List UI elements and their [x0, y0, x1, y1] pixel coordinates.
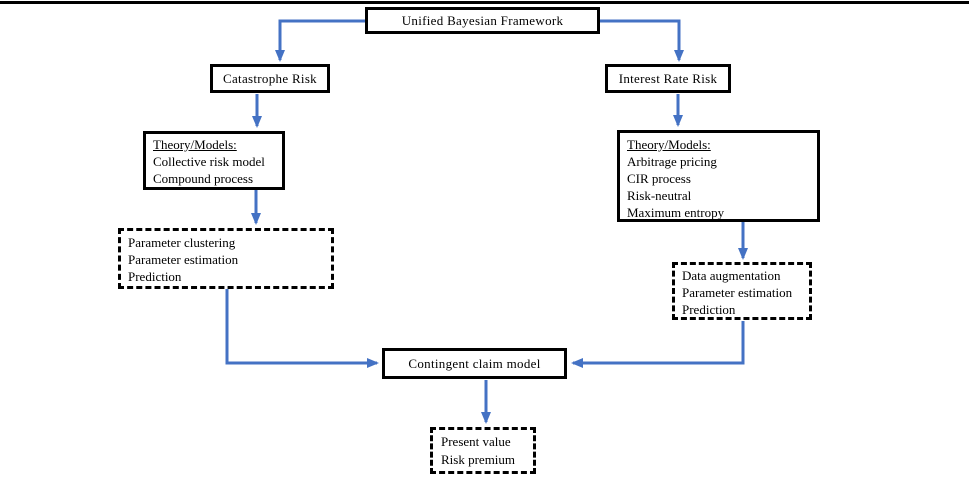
node-contingent-claim-model: Contingent claim model	[382, 348, 567, 379]
process-item: Data augmentation	[682, 268, 781, 283]
process-item: Prediction	[128, 269, 182, 284]
process-item: Parameter clustering	[128, 235, 236, 250]
theory-item: Compound process	[153, 171, 254, 186]
node-unified-bayesian-framework: Unified Bayesian Framework	[365, 7, 600, 34]
node-interest-rate-risk: Interest Rate Risk	[605, 64, 731, 93]
arrow-root-to-catastrophe	[275, 19, 365, 62]
node-theory-interest: Theory/Models: Arbitrage pricing CIR pro…	[617, 130, 820, 222]
theory-item: CIR process	[627, 171, 691, 186]
theory-item: Risk-neutral	[627, 188, 692, 203]
process-item: Parameter estimation	[128, 252, 239, 267]
node-theory-catastrophe: Theory/Models: Collective risk model Com…	[143, 131, 285, 190]
node-catastrophe-risk: Catastrophe Risk	[210, 64, 330, 93]
process-item: Prediction	[682, 302, 736, 317]
node-process-interest: Data augmentation Parameter estimation P…	[672, 262, 812, 320]
top-border-rule	[0, 1, 969, 4]
result-item: Present value	[441, 434, 511, 449]
process-item: Parameter estimation	[682, 285, 793, 300]
theory-item: Collective risk model	[153, 154, 265, 169]
result-item: Risk premium	[441, 452, 516, 467]
theory-heading: Theory/Models:	[153, 137, 237, 152]
node-label: Unified Bayesian Framework	[401, 13, 564, 28]
node-process-catastrophe: Parameter clustering Parameter estimatio…	[118, 228, 334, 289]
arrow-process-right-to-merge	[571, 321, 745, 368]
arrow-root-to-interest	[600, 19, 684, 62]
theory-heading: Theory/Models:	[627, 137, 711, 152]
node-label: Interest Rate Risk	[618, 71, 718, 86]
node-result: Present value Risk premium	[430, 427, 536, 474]
theory-item: Maximum entropy	[627, 205, 725, 220]
node-label: Catastrophe Risk	[223, 71, 317, 86]
node-label: Contingent claim model	[408, 356, 541, 371]
theory-item: Arbitrage pricing	[627, 154, 717, 169]
arrow-process-left-to-merge	[225, 289, 379, 368]
